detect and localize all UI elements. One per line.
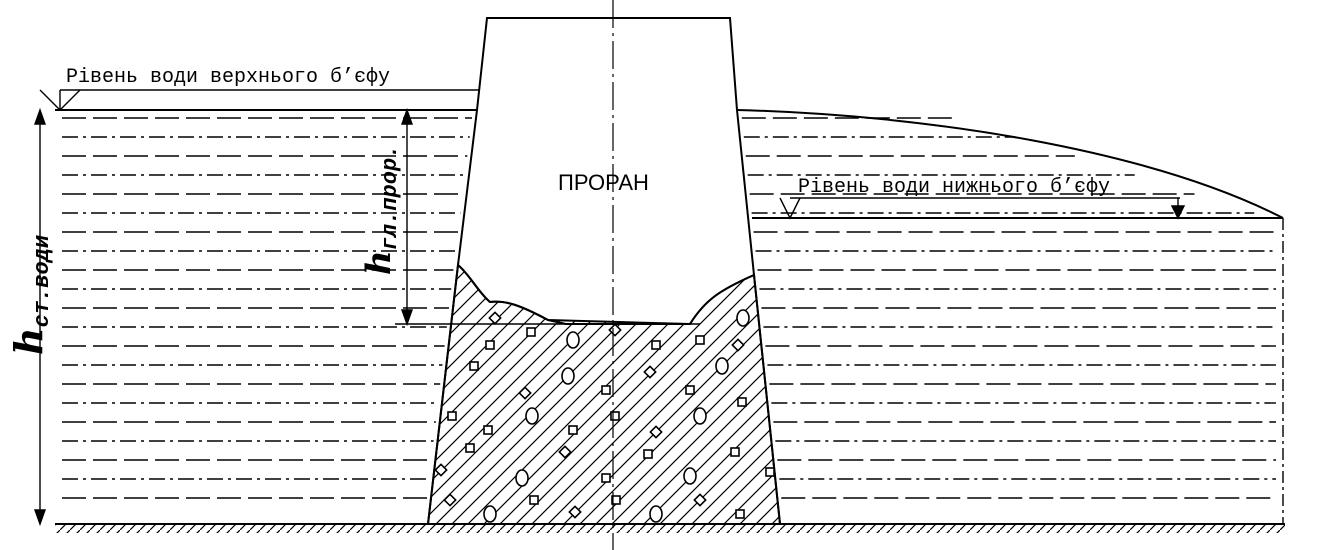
rock-stone: [608, 323, 622, 337]
rock-stones: [434, 309, 775, 523]
rock-stone: [485, 340, 495, 350]
rock-stone: [610, 411, 620, 421]
rock-stone: [611, 495, 621, 505]
rock-stone: [730, 447, 740, 457]
rock-stone: [731, 338, 745, 352]
cofferdam-body: [426, 17, 782, 525]
rock-stone: [447, 411, 457, 421]
rock-stone: [568, 505, 582, 519]
rock-stone: [693, 407, 707, 425]
rock-stone: [643, 365, 657, 379]
rock-stone: [649, 505, 663, 523]
rock-stone: [434, 463, 448, 477]
water-level-marker-icon: [39, 89, 480, 111]
rock-stone: [465, 443, 475, 453]
rock-stone: [566, 331, 580, 349]
upstream-water-body: [62, 117, 473, 499]
rock-stone: [736, 309, 750, 327]
rock-stone: [443, 493, 457, 507]
gap-depth-label: hгл.прор.: [359, 145, 403, 275]
gap-breach-outline: [457, 264, 755, 325]
rock-stone: [529, 495, 539, 505]
rock-stone: [568, 425, 578, 435]
rock-stone: [737, 397, 747, 407]
rock-stone: [561, 367, 575, 385]
water-depth-label: hст.води: [6, 235, 55, 355]
rock-stone: [649, 425, 663, 439]
rock-stone: [469, 361, 479, 371]
rock-stone: [643, 449, 653, 459]
rock-stone: [715, 357, 729, 375]
rock-stone: [735, 509, 745, 519]
rock-stone: [695, 335, 705, 345]
water-level-marker-icon: [779, 197, 1186, 220]
rock-stone: [525, 407, 539, 425]
downstream-backwater-curve: [736, 109, 1284, 219]
rock-stone: [651, 340, 661, 350]
rock-stone: [515, 469, 529, 487]
rock-stone: [601, 473, 611, 483]
rock-stone: [483, 425, 493, 435]
rock-stone: [526, 327, 536, 337]
upstream-level-label: Рівень води верхнього б’єфу: [66, 66, 390, 89]
rock-stone: [488, 311, 502, 325]
water-depth-dimension: [34, 107, 46, 527]
rock-stone: [765, 467, 775, 477]
rock-stone: [685, 385, 695, 395]
rock-stone: [601, 385, 611, 395]
rock-stone: [558, 445, 572, 459]
ground-base: [55, 523, 1285, 533]
downstream-water-body: [741, 117, 1276, 499]
rock-stone: [483, 505, 497, 523]
downstream-level-label: Рівень води нижнього б’єфу: [798, 176, 1110, 199]
rock-stone: [683, 467, 697, 485]
rock-stone: [518, 386, 532, 400]
arrow-down-icon: [34, 509, 46, 527]
arrow-down-icon: [401, 309, 413, 327]
arrow-up-icon: [34, 107, 46, 125]
arrow-down-icon: [1170, 205, 1186, 220]
gap-depth-dimension: [395, 107, 700, 327]
rock-stone: [693, 493, 707, 507]
gap-label: ПРОРАН: [558, 170, 649, 195]
arrow-up-icon: [401, 107, 413, 125]
